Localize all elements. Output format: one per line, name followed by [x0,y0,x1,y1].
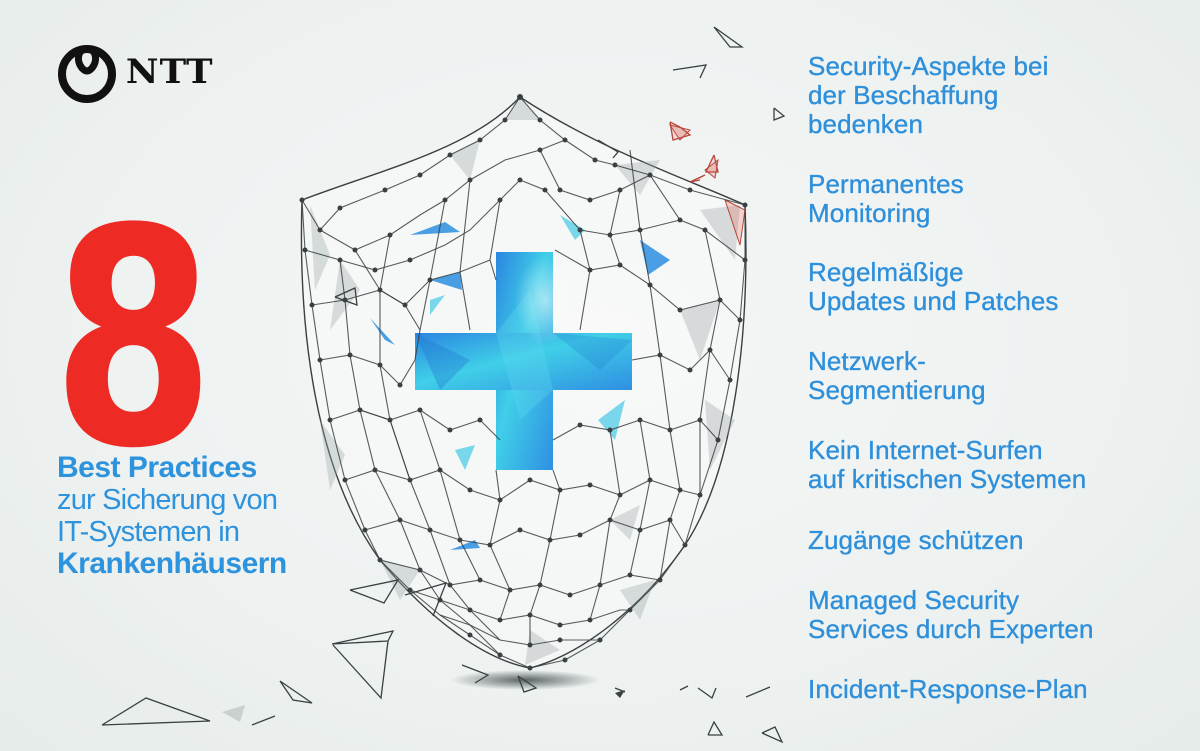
ntt-loop-icon [58,45,116,103]
practice-item-4: Netzwerk- Segmentierung [808,346,986,405]
practice-count: 8 [52,165,215,514]
practice-item-7: Managed Security Services durch Experten [808,585,1094,644]
ntt-logo: NTT [56,41,214,103]
practice-item-6: Zugänge schützen [808,525,1024,555]
headline-krankenhaeusern: Krankenhäusern [57,547,287,580]
practice-item-3: Regelmäßige Updates und Patches [808,257,1059,316]
practice-item-2: Permanentes Monitoring [808,169,964,228]
practice-item-8: Incident-Response-Plan [808,674,1088,704]
practice-item-1: Security-Aspekte bei der Beschaffung bed… [808,51,1049,139]
headline-line-3: IT-Systemen in [57,516,240,548]
headline-line-2: zur Sicherung von [57,484,278,516]
headline: Best Practices zur Sicherung von IT-Syst… [57,452,287,580]
logo-text: NTT [125,52,214,92]
medical-cross [415,252,632,470]
headline-best-practices: Best Practices [57,451,257,484]
practice-item-5: Kein Internet-Surfen auf kritischen Syst… [808,435,1087,494]
